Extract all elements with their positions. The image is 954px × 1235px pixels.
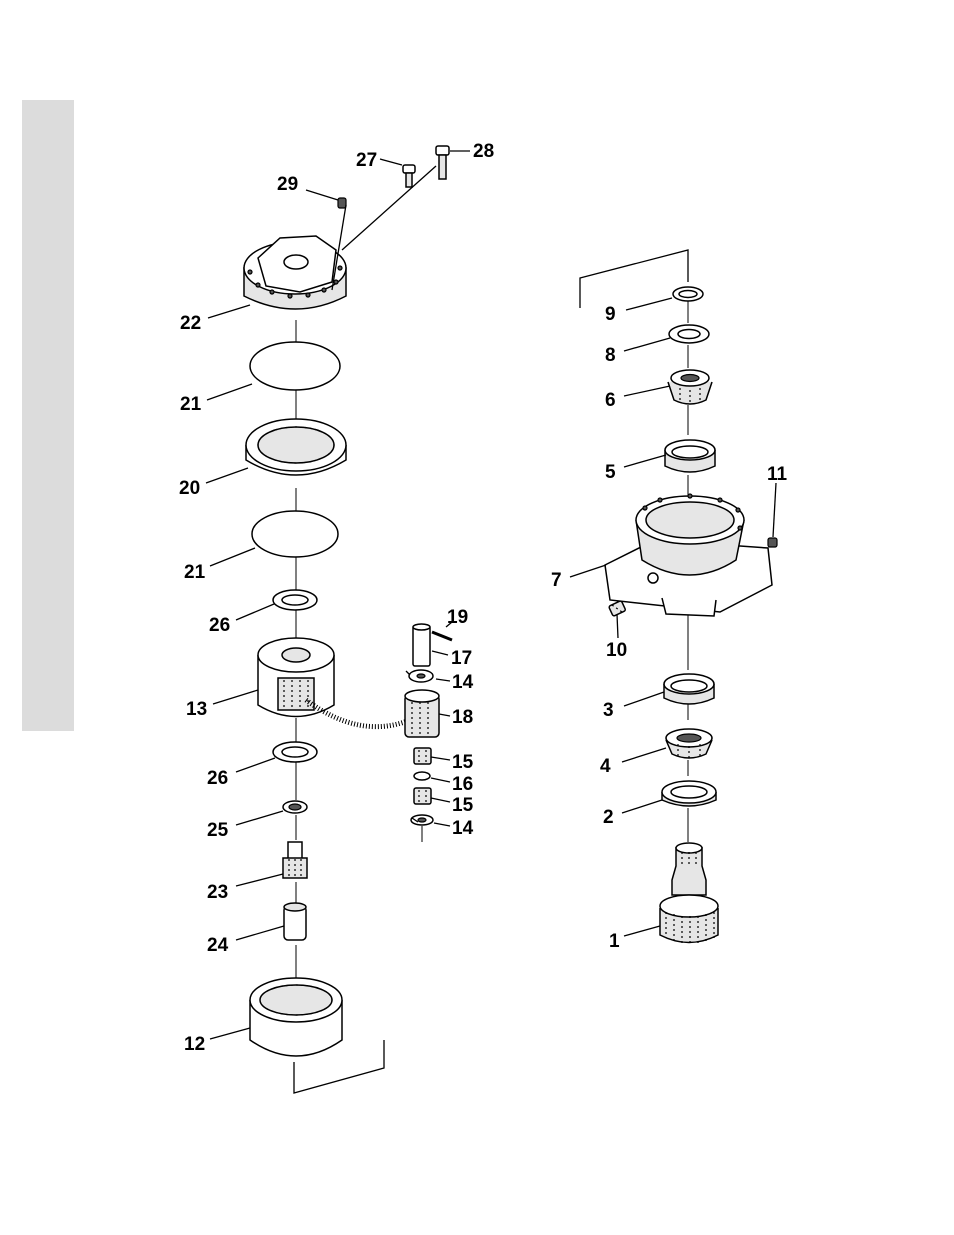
callout-12: 12 [184, 1034, 205, 1055]
part-21-gasket-upper [250, 342, 340, 390]
part-19-pin [432, 632, 452, 640]
callout-5: 5 [605, 462, 616, 483]
callout-15-upper: 15 [452, 752, 474, 773]
callout-1: 1 [609, 931, 620, 952]
callout-21-upper: 21 [180, 394, 202, 415]
callout-24: 24 [207, 935, 229, 956]
part-11-plug [768, 538, 777, 547]
part-3-bearing-cup [664, 674, 714, 704]
part-12-ring-housing [250, 978, 342, 1056]
callout-27: 27 [356, 150, 377, 171]
callout-18: 18 [452, 707, 473, 728]
part-20-ring-gear [246, 419, 346, 475]
part-1-pinion-shaft [660, 843, 718, 944]
part-6-bearing-cone [668, 370, 712, 404]
part-26-washer-lower [273, 742, 317, 762]
part-21-gasket-lower [252, 511, 338, 557]
callout-7: 7 [551, 570, 562, 591]
part-8-washer [669, 325, 709, 343]
callout-8: 8 [605, 345, 616, 366]
callout-28: 28 [473, 141, 494, 162]
callout-3: 3 [603, 700, 614, 721]
part-15-roller-upper [414, 748, 431, 764]
callout-16: 16 [452, 774, 473, 795]
callout-10: 10 [606, 640, 627, 661]
part-26-washer-upper [273, 590, 317, 610]
callout-17: 17 [451, 648, 472, 669]
part-9-snap-ring [673, 287, 703, 301]
part-24-coupling [284, 903, 306, 940]
part-15-roller-lower [414, 788, 431, 804]
assembly-bracket-top [580, 250, 688, 308]
callout-22: 22 [180, 313, 201, 334]
callout-19: 19 [447, 607, 468, 628]
callout-6: 6 [605, 390, 616, 411]
callout-2: 2 [603, 807, 614, 828]
part-14-thrust-plate-upper [409, 670, 433, 682]
callout-26-upper: 26 [209, 615, 230, 636]
callout-4: 4 [600, 756, 611, 777]
part-2-seal [662, 781, 716, 806]
callout-29: 29 [277, 174, 298, 195]
callout-20: 20 [179, 478, 200, 499]
part-28-bolt [436, 146, 449, 179]
part-25-seal [283, 801, 307, 813]
part-18-planet-gear [405, 690, 439, 737]
part-4-bearing-cone [666, 729, 712, 760]
part-17-shaft [413, 624, 430, 666]
callout-14-upper: 14 [452, 672, 474, 693]
part-13-carrier [258, 638, 334, 717]
part-22-cover [244, 236, 346, 309]
part-27-bolt [403, 165, 415, 187]
part-7-housing [605, 494, 772, 616]
callout-25: 25 [207, 820, 229, 841]
callout-15-lower: 15 [452, 795, 474, 816]
callout-9: 9 [605, 304, 616, 325]
callout-26-lower: 26 [207, 768, 228, 789]
part-23-sun-gear [283, 842, 307, 878]
part-16-spacer [414, 772, 430, 780]
callout-14-lower: 14 [452, 818, 474, 839]
part-29-plug [338, 198, 346, 208]
part-5-bearing-cup [665, 440, 715, 472]
callout-13: 13 [186, 699, 207, 720]
callout-21-lower: 21 [184, 562, 206, 583]
callout-23: 23 [207, 882, 228, 903]
callout-11: 11 [767, 464, 788, 485]
